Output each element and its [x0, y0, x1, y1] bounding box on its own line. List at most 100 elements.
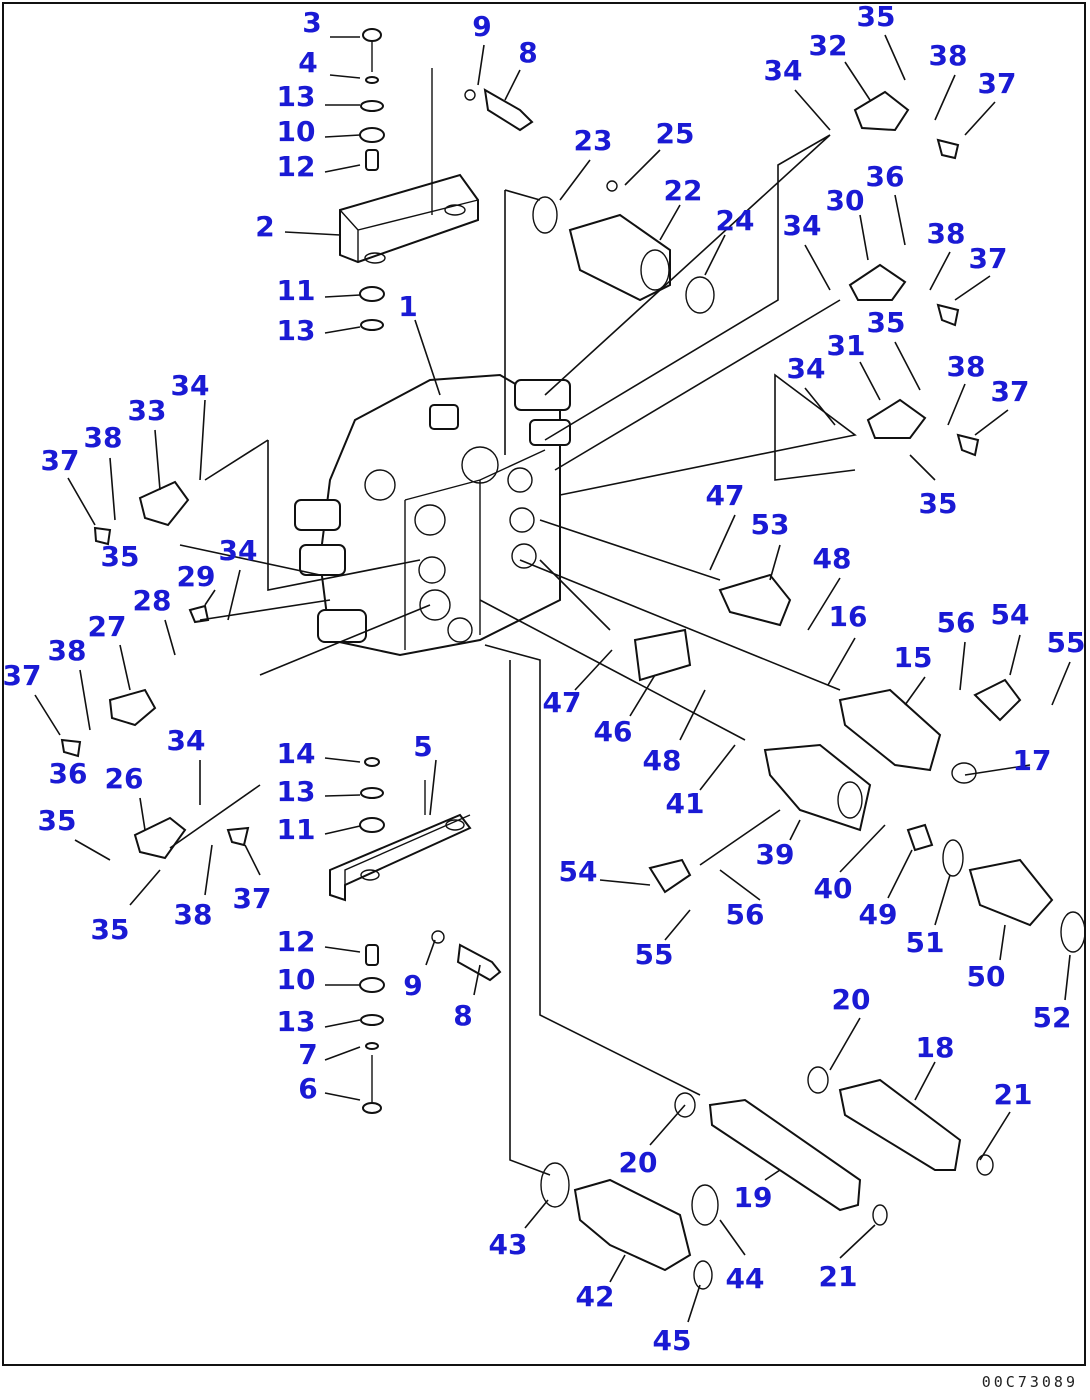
part-number-label: 10 — [277, 115, 316, 148]
part-number-label: 20 — [619, 1146, 658, 1179]
part-number-label: 4 — [298, 46, 317, 79]
part-number-label: 14 — [277, 737, 316, 770]
part-number-label: 37 — [969, 242, 1008, 275]
part-number-label: 35 — [91, 913, 130, 946]
part-number-label: 52 — [1033, 1001, 1072, 1034]
part-number-label: 37 — [978, 67, 1017, 100]
part-number-label: 21 — [994, 1078, 1033, 1111]
fitting-middle-right-group — [633, 573, 1086, 953]
fitting-lower-group — [540, 1066, 994, 1290]
part-number-label: 55 — [1047, 626, 1086, 659]
part-number-label: 45 — [653, 1324, 692, 1357]
hardware-stack-upper — [359, 28, 534, 331]
part-number-label: 54 — [991, 598, 1030, 631]
part-number-label: 12 — [277, 150, 316, 183]
part-number-label: 34 — [764, 54, 803, 87]
part-number-label: 31 — [827, 329, 866, 362]
part-number-label: 34 — [219, 534, 258, 567]
part-number-label: 6 — [298, 1072, 317, 1105]
part-number-label: 36 — [866, 160, 905, 193]
part-number-label: 35 — [919, 487, 958, 520]
part-number-label: 37 — [3, 659, 42, 692]
part-number-label: 50 — [967, 960, 1006, 993]
control-valve-body — [294, 373, 571, 657]
part-number-label: 13 — [277, 80, 316, 113]
fitting-upper-right-group — [848, 90, 980, 457]
part-number-label: 29 — [177, 560, 216, 593]
part-number-label: 56 — [726, 898, 765, 931]
part-number-label: 36 — [49, 757, 88, 790]
part-number-label: 23 — [574, 124, 613, 157]
part-number-label: 53 — [751, 508, 790, 541]
part-number-label: 8 — [518, 36, 537, 69]
part-number-label: 1 — [398, 290, 417, 323]
part-number-label: 21 — [819, 1260, 858, 1293]
part-number-label: 54 — [559, 855, 598, 888]
part-number-label: 40 — [814, 872, 853, 905]
fitting-22 — [532, 180, 715, 314]
part-number-label: 3 — [302, 6, 321, 39]
part-number-label: 28 — [133, 584, 172, 617]
part-number-label: 48 — [813, 542, 852, 575]
part-number-label: 42 — [576, 1280, 615, 1313]
part-number-label: 55 — [635, 938, 674, 971]
part-number-label: 44 — [726, 1262, 765, 1295]
part-number-label: 51 — [906, 926, 945, 959]
part-number-label: 24 — [716, 204, 755, 237]
part-number-label: 38 — [174, 898, 213, 931]
part-number-label: 38 — [929, 39, 968, 72]
part-number-label: 49 — [859, 898, 898, 931]
assembly-guide-lines — [169, 134, 857, 1176]
part-number-label: 34 — [167, 724, 206, 757]
part-number-label: 11 — [277, 274, 316, 307]
part-number-label: 13 — [277, 775, 316, 808]
part-number-label: 38 — [927, 217, 966, 250]
part-number-label: 17 — [1013, 744, 1052, 777]
part-number-label: 56 — [937, 606, 976, 639]
part-number-label: 38 — [48, 634, 87, 667]
part-number-label: 39 — [756, 838, 795, 871]
part-number-label: 38 — [84, 421, 123, 454]
part-number-label: 35 — [867, 306, 906, 339]
part-number-label: 22 — [664, 174, 703, 207]
part-number-label: 20 — [832, 983, 871, 1016]
part-number-label: 19 — [734, 1181, 773, 1214]
part-number-label: 10 — [277, 963, 316, 996]
part-number-label: 38 — [947, 350, 986, 383]
part-number-label: 25 — [656, 117, 695, 150]
diagram-frame — [2, 2, 1086, 1366]
drawing-code: 00C73089 — [981, 1373, 1078, 1391]
part-number-label: 47 — [706, 479, 745, 512]
part-number-label: 26 — [105, 762, 144, 795]
part-number-label: 5 — [413, 730, 432, 763]
part-number-label: 9 — [403, 969, 422, 1002]
part-number-label: 18 — [916, 1031, 955, 1064]
part-number-label: 37 — [991, 375, 1030, 408]
part-number-label: 8 — [453, 999, 472, 1032]
part-number-label: 46 — [594, 715, 633, 748]
part-number-label: 13 — [277, 1005, 316, 1038]
part-number-label: 37 — [233, 882, 272, 915]
part-number-label: 33 — [128, 394, 167, 427]
part-number-label: 11 — [277, 813, 316, 846]
part-number-label: 32 — [809, 29, 848, 62]
bracket-lower — [329, 780, 472, 902]
hardware-stack-lower — [359, 757, 502, 1114]
part-number-label: 27 — [88, 610, 127, 643]
part-number-label: 12 — [277, 925, 316, 958]
part-number-label: 34 — [783, 209, 822, 242]
part-number-label: 9 — [472, 10, 491, 43]
part-number-label: 37 — [41, 444, 80, 477]
part-number-label: 35 — [101, 540, 140, 573]
part-number-label: 16 — [829, 600, 868, 633]
part-number-label: 48 — [643, 744, 682, 777]
part-number-label: 35 — [857, 0, 896, 33]
part-number-label: 34 — [787, 352, 826, 385]
leader-lines — [34, 34, 1071, 1323]
part-number-label: 13 — [277, 314, 316, 347]
part-number-label: 35 — [38, 804, 77, 837]
part-number-label: 7 — [298, 1038, 317, 1071]
